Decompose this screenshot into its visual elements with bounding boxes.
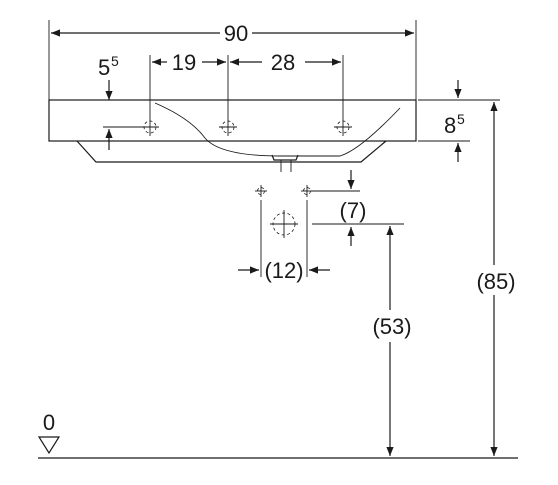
overall-width-dimension: 90 — [48, 20, 417, 100]
waste-outlet-icon — [270, 210, 298, 238]
floor-level-marker: 0 — [37, 410, 61, 455]
tap-hole-left — [141, 118, 159, 136]
waste-height-label: (53) — [372, 314, 411, 339]
tap-spacing-dimension: 19 28 — [149, 50, 344, 118]
left-offset-label: 5 — [98, 55, 110, 80]
level-triangle-icon — [37, 436, 61, 455]
waste-drop-label: (7) — [340, 198, 367, 223]
waste-spacing-label: (12) — [264, 258, 303, 283]
tap-hole-center — [219, 118, 237, 136]
waste-height-dimension: (53) — [372, 226, 412, 456]
washbasin-outline — [48, 99, 417, 172]
total-height-dimension: (85) — [476, 102, 516, 456]
waste-spacing-dimension: (12) — [238, 200, 330, 283]
rim-height-dimension: 8 5 — [418, 80, 500, 162]
floor-level-label: 0 — [43, 410, 55, 435]
rim-height-superscript: 5 — [457, 111, 465, 127]
overall-width-label: 90 — [224, 21, 248, 46]
waste-fixing-points — [255, 185, 360, 197]
total-height-label: (85) — [476, 269, 515, 294]
left-offset-dimension: 5 5 — [98, 53, 150, 150]
left-offset-superscript: 5 — [111, 53, 119, 69]
tap-hole-right — [334, 118, 352, 136]
rim-height-label: 8 — [444, 113, 456, 138]
tap-spacing-left-label: 19 — [172, 50, 196, 75]
waste-drop-dimension: (7) — [312, 170, 404, 246]
tap-spacing-right-label: 28 — [271, 50, 295, 75]
